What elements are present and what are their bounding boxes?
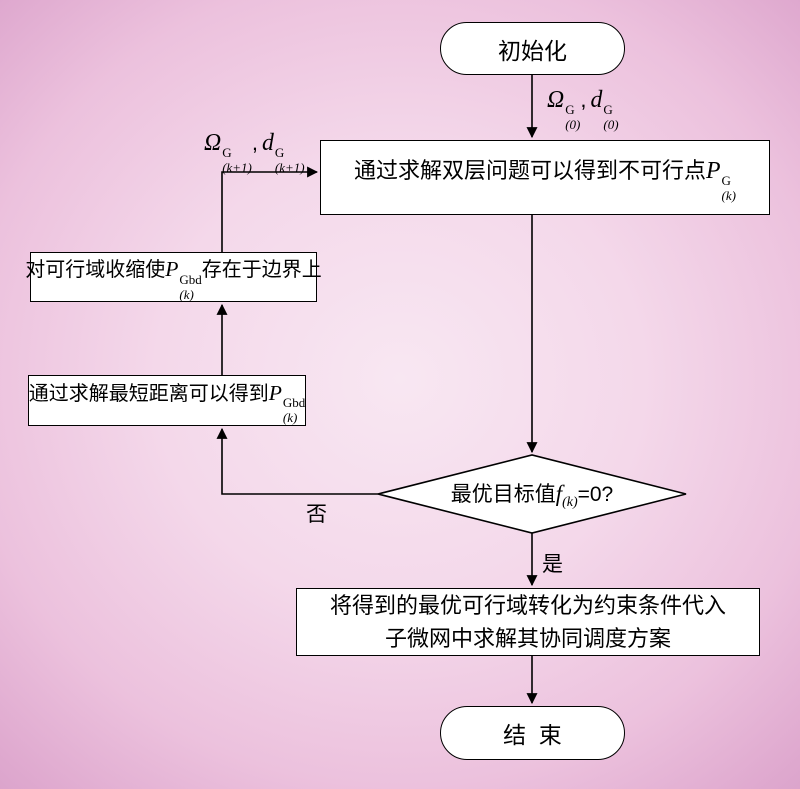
transform-line1: 将得到的最优可行域转化为约束条件代入 bbox=[329, 593, 726, 618]
edge-shrink-to-bilevel bbox=[221, 166, 319, 252]
node-transform-dispatch: 将得到的最优可行域转化为约束条件代入 子微网中求解其协同调度方案 bbox=[296, 588, 760, 656]
decision-text: 最优目标值f(k)=0? bbox=[450, 480, 614, 510]
transform-text: 将得到的最优可行域转化为约束条件代入 子微网中求解其协同调度方案 bbox=[330, 589, 726, 655]
supsub: G(k+1) bbox=[222, 145, 252, 176]
end-label: 结束 bbox=[503, 722, 575, 748]
supsub: G(0) bbox=[565, 102, 581, 133]
transform-line2: 子微网中求解其协同调度方案 bbox=[384, 626, 671, 651]
edge-label-yes: 是 bbox=[542, 553, 563, 576]
start-label: 初始化 bbox=[498, 37, 567, 64]
supsub: G(k+1) bbox=[274, 145, 305, 176]
supsub: Gbd(k) bbox=[179, 271, 202, 302]
node-start: 初始化 bbox=[440, 22, 625, 75]
edge-decision-no-to-shortest bbox=[216, 427, 378, 495]
supsub: Gbd(k) bbox=[282, 395, 306, 426]
node-end: 结束 bbox=[440, 706, 625, 760]
supsub: G(k) bbox=[721, 173, 736, 204]
node-decision: 最优目标值f(k)=0? bbox=[400, 470, 664, 518]
supsub: G(0) bbox=[603, 102, 619, 133]
decision-diamond-shape bbox=[377, 454, 687, 534]
edge-label-no: 否 bbox=[306, 503, 327, 526]
